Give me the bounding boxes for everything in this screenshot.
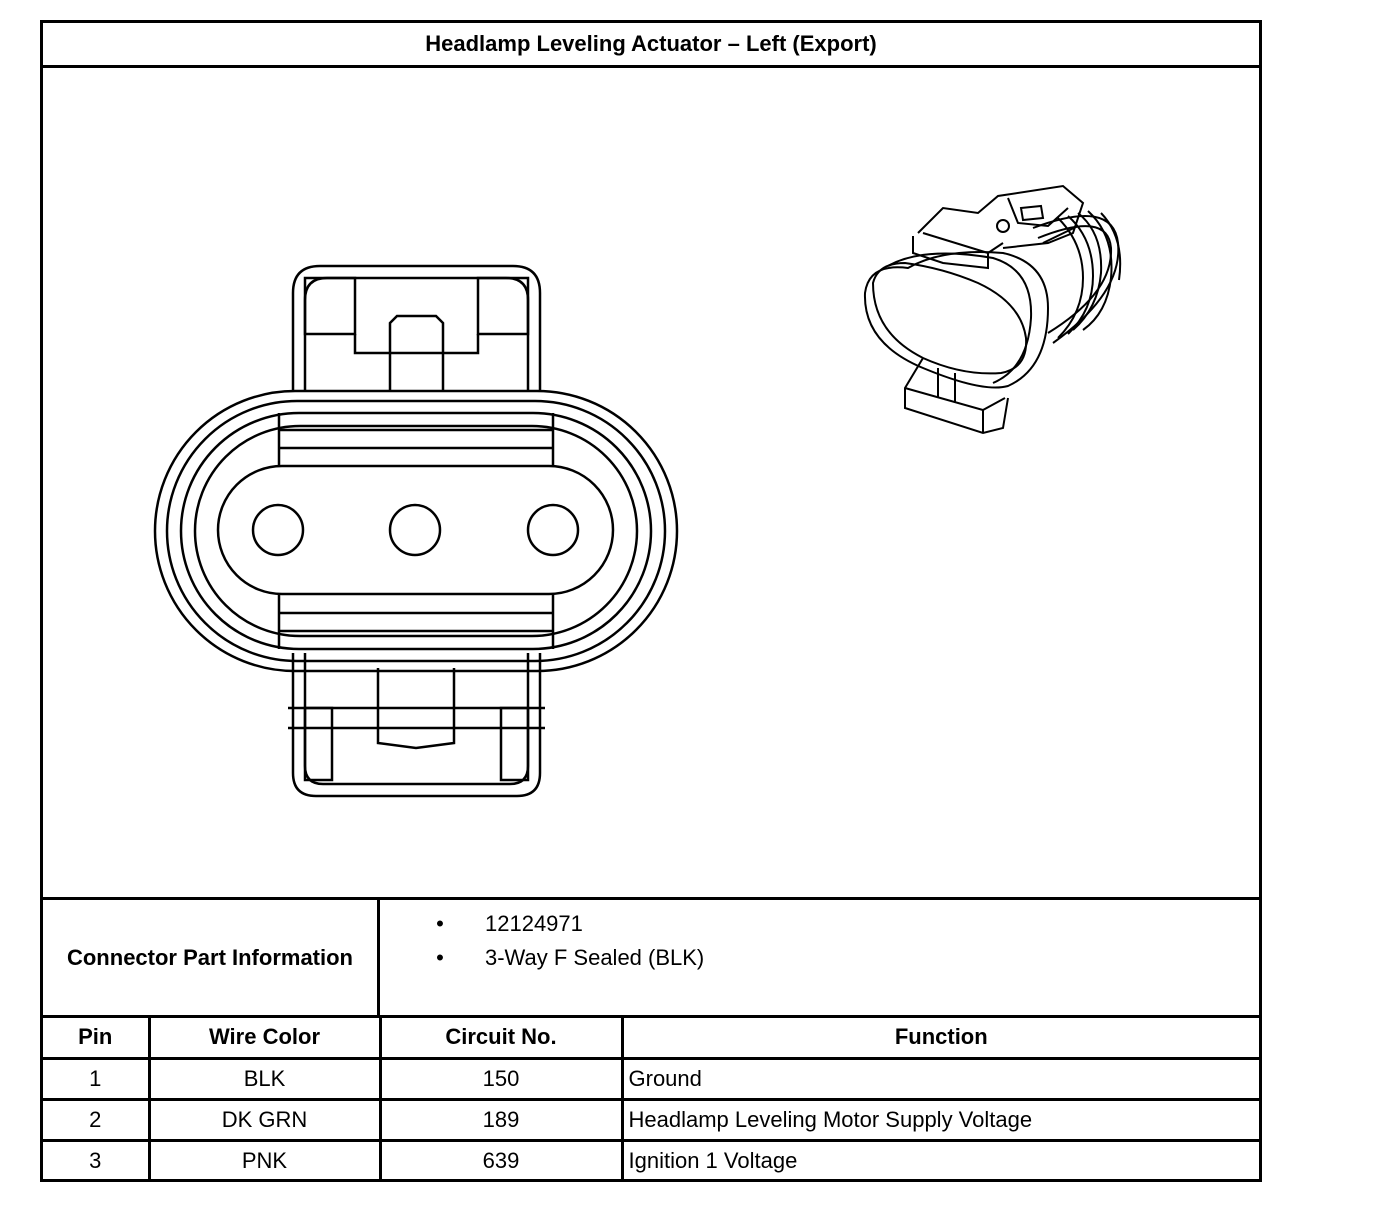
sheet-title: Headlamp Leveling Actuator – Left (Expor…: [43, 23, 1259, 68]
connector-sheet: Headlamp Leveling Actuator – Left (Expor…: [40, 20, 1262, 1182]
circuit-cell: 189: [378, 1097, 624, 1142]
function-header: Function: [620, 1018, 1259, 1060]
connector-part-info-label: Connector Part Information: [43, 900, 380, 1015]
table-header-row: Pin Wire Color Circuit No. Function: [43, 1018, 1259, 1060]
part-number: 12124971: [485, 911, 583, 936]
table-row: 2 DK GRN 189 Headlamp Leveling Motor Sup…: [43, 1097, 1259, 1142]
wire-color-header: Wire Color: [147, 1018, 382, 1060]
table-row: 3 PNK 639 Ignition 1 Voltage: [43, 1138, 1259, 1181]
function-cell: Ignition 1 Voltage: [620, 1138, 1259, 1181]
function-cell: Headlamp Leveling Motor Supply Voltage: [620, 1097, 1259, 1142]
pin-cell: 1: [43, 1056, 151, 1101]
connector-part-info-list: • 12124971 • 3-Way F Sealed (BLK): [380, 900, 1259, 1015]
wire-color-cell: BLK: [147, 1056, 382, 1101]
pin-header: Pin: [43, 1018, 151, 1060]
pin-cell: 3: [43, 1138, 151, 1181]
bullet-icon: •: [436, 945, 444, 970]
circuit-cell: 639: [378, 1138, 624, 1181]
circuit-cell: 150: [378, 1056, 624, 1101]
connector-face-view: [153, 264, 679, 798]
function-cell: Ground: [620, 1056, 1259, 1101]
bullet-icon: •: [436, 911, 444, 936]
connector-drawings: [153, 184, 1122, 798]
wire-color-cell: PNK: [147, 1138, 382, 1181]
connector-part-info: Connector Part Information • 12124971 • …: [43, 900, 1259, 1018]
wire-color-cell: DK GRN: [147, 1097, 382, 1142]
pin-cell: 2: [43, 1097, 151, 1142]
connector-drawing-area: [43, 68, 1259, 900]
pin-table: Pin Wire Color Circuit No. Function 1 BL…: [43, 1018, 1259, 1181]
table-row: 1 BLK 150 Ground: [43, 1056, 1259, 1101]
connector-isometric-view: [863, 184, 1122, 435]
connector-description: 3-Way F Sealed (BLK): [485, 945, 705, 970]
circuit-header: Circuit No.: [378, 1018, 624, 1060]
